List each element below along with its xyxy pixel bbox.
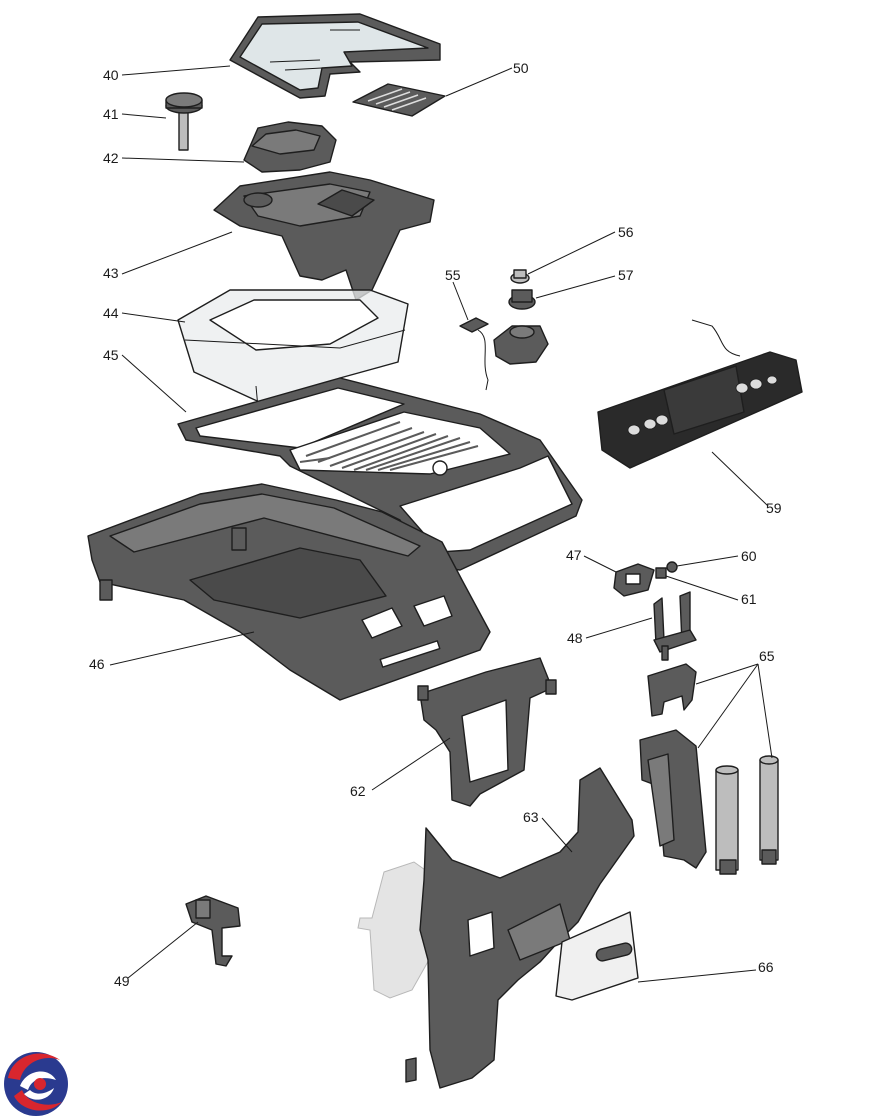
part-45-top-frame xyxy=(177,377,583,571)
part-57-knob xyxy=(493,289,549,365)
callout-48: 48 xyxy=(567,630,583,646)
part-50-cover xyxy=(352,83,446,117)
leader-49 xyxy=(127,921,199,979)
part-49-elbow-fitting xyxy=(185,895,241,967)
callout-labels: 40 41 42 43 44 45 46 47 48 49 50 55 56 5… xyxy=(89,60,782,989)
callout-65: 65 xyxy=(759,648,775,664)
callout-50: 50 xyxy=(513,60,529,76)
leader-62 xyxy=(371,737,451,791)
leader-40 xyxy=(121,65,231,76)
leader-66 xyxy=(637,969,757,983)
brand-swirl-logo xyxy=(4,1052,68,1116)
leader-60 xyxy=(676,555,739,567)
ghosted-component xyxy=(357,861,431,999)
leader-57 xyxy=(535,275,616,299)
part-62-bracket xyxy=(417,657,557,807)
callout-61: 61 xyxy=(741,591,757,607)
part-66-label-plate xyxy=(555,911,639,1001)
callout-42: 42 xyxy=(103,150,119,166)
callout-63: 63 xyxy=(523,809,539,825)
part-56-cap xyxy=(510,269,530,284)
part-42-bracket xyxy=(243,121,337,173)
callout-49: 49 xyxy=(114,973,130,989)
leader-50 xyxy=(445,67,513,97)
callout-46: 46 xyxy=(89,656,105,672)
leader-63 xyxy=(541,817,573,853)
callout-43: 43 xyxy=(103,265,119,281)
part-47-fitting xyxy=(613,563,655,597)
part-63-side-housing xyxy=(405,767,635,1089)
leader-65c xyxy=(757,663,773,759)
callout-57: 57 xyxy=(618,267,634,283)
part-41-knob-shaft xyxy=(165,92,203,151)
leader-55 xyxy=(452,281,469,321)
leader-45 xyxy=(121,354,187,413)
leader-46 xyxy=(109,631,255,666)
part-65-frame xyxy=(639,729,707,869)
callout-66: 66 xyxy=(758,959,774,975)
leader-56 xyxy=(527,231,616,275)
callout-40: 40 xyxy=(103,67,119,83)
leader-65b xyxy=(697,663,759,749)
callout-47: 47 xyxy=(566,547,582,563)
callout-55: 55 xyxy=(445,267,461,283)
callout-41: 41 xyxy=(103,106,119,122)
part-55-sensor xyxy=(459,317,489,391)
part-60-nut xyxy=(666,561,678,573)
part-59-control-panel xyxy=(597,319,803,469)
leader-43 xyxy=(121,231,233,275)
callout-44: 44 xyxy=(103,305,119,321)
leader-59 xyxy=(711,451,769,507)
leader-42 xyxy=(121,157,245,163)
callout-45: 45 xyxy=(103,347,119,363)
leader-65a xyxy=(695,663,759,685)
leader-47 xyxy=(583,555,617,573)
part-40-lid xyxy=(229,13,441,99)
callout-56: 56 xyxy=(618,224,634,240)
callout-59: 59 xyxy=(766,500,782,516)
callout-60: 60 xyxy=(741,548,757,564)
callout-62: 62 xyxy=(350,783,366,799)
leader-44 xyxy=(121,312,186,323)
part-46-base-chassis xyxy=(87,483,491,701)
part-65-tube-right xyxy=(759,755,779,865)
part-65-spout-holder xyxy=(647,663,697,717)
leader-48 xyxy=(585,617,653,639)
part-48-spout xyxy=(653,591,697,661)
leader-61 xyxy=(665,575,739,601)
leader-lines xyxy=(109,65,773,983)
part-44-transparent-tray xyxy=(177,289,409,411)
part-65-tube-left xyxy=(715,765,739,875)
part-61-spring xyxy=(655,567,667,579)
leader-41 xyxy=(121,113,167,119)
part-43-hopper xyxy=(213,171,435,301)
